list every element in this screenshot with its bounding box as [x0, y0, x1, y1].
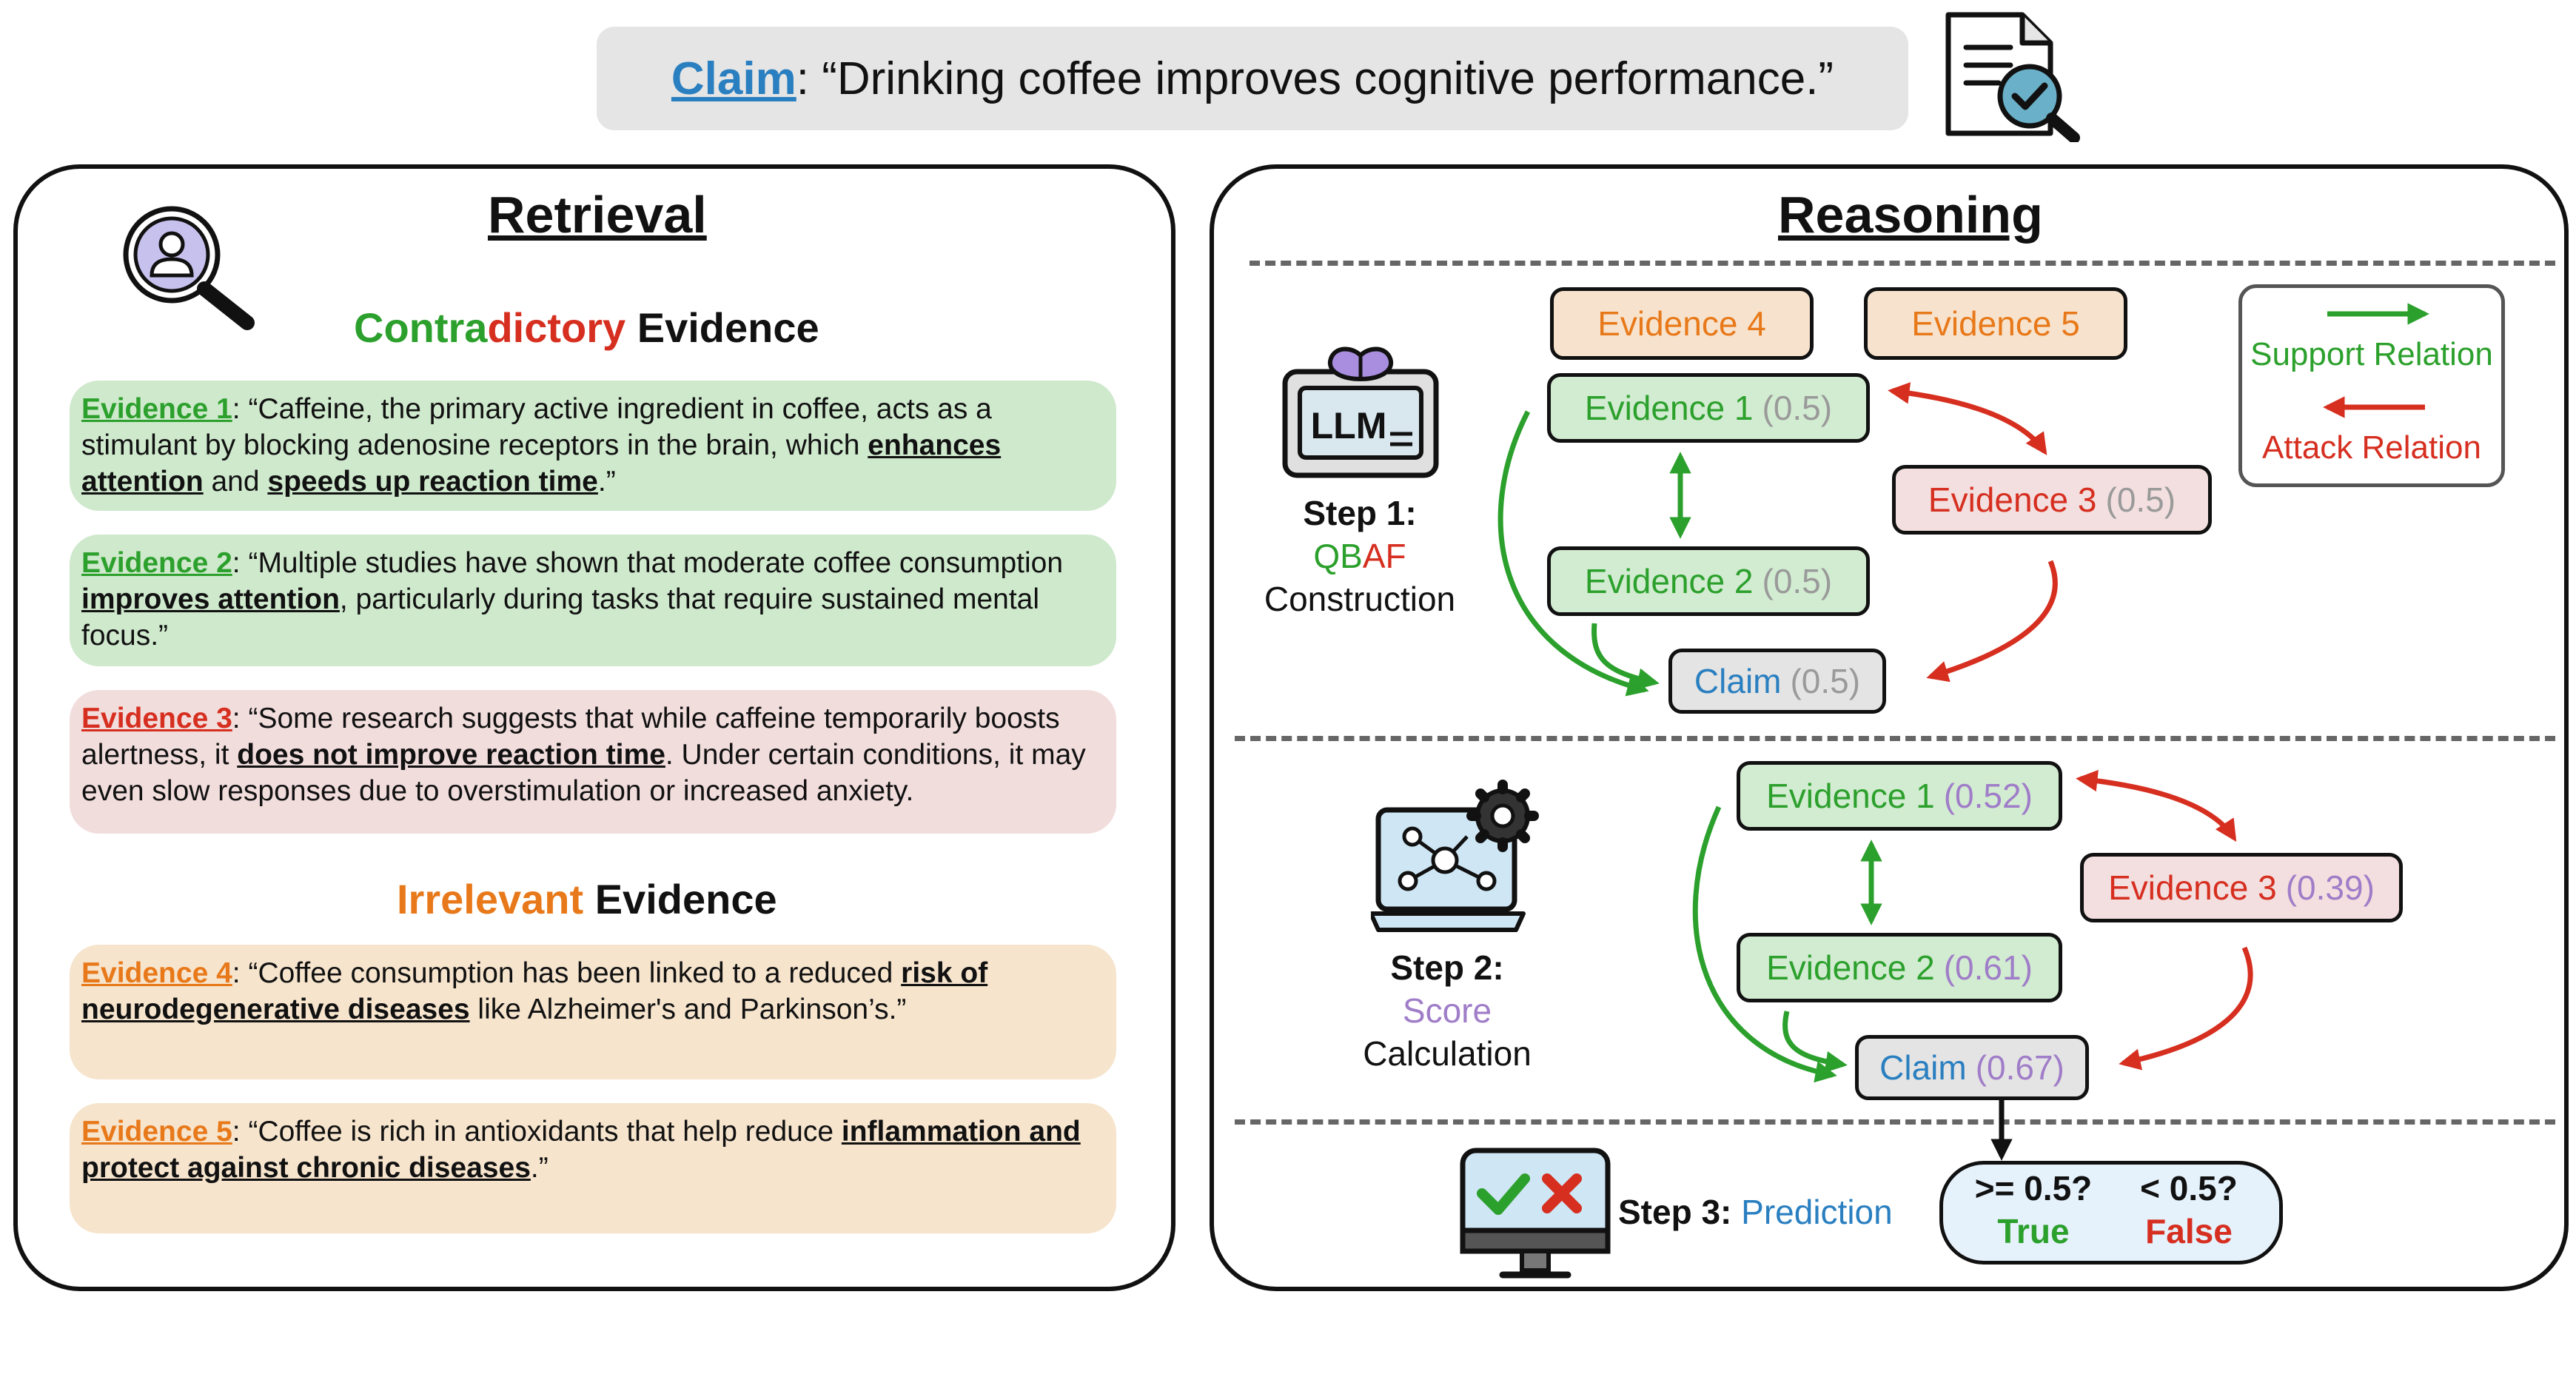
- stage2-evidence-1-node: Evidence 1(0.52): [1737, 761, 2062, 831]
- evidence-card-3: Evidence 3: “Some research suggests that…: [70, 690, 1116, 834]
- node-name: Claim: [1694, 662, 1782, 700]
- step2-desc: Calculation: [1363, 1034, 1532, 1073]
- step3-prediction: Prediction: [1741, 1193, 1893, 1231]
- evidence-text: : “Caffeine, the primary active ingredie…: [81, 393, 992, 461]
- stage2-claim-node: Claim(0.67): [1855, 1035, 2089, 1100]
- contradictory-evidence-heading: Contradictory Evidence: [354, 304, 819, 352]
- prediction-true-label: True: [1997, 1212, 2070, 1250]
- prediction-false-condition: < 0.5?: [2140, 1169, 2238, 1208]
- network-gear-icon: [1371, 780, 1539, 932]
- stage1-claim-node: Claim(0.5): [1668, 649, 1886, 714]
- stage2-evidence-2-node: Evidence 2(0.61): [1737, 933, 2062, 1002]
- node-score: (0.5): [1790, 662, 1861, 700]
- node-name: Evidence 5: [1911, 304, 2080, 343]
- claim-text: : “Drinking coffee improves cognitive pe…: [796, 53, 1834, 104]
- claim-banner: Claim : “Drinking coffee improves cognit…: [597, 27, 1908, 130]
- prediction-true-condition: >= 0.5?: [1974, 1169, 2093, 1208]
- node-name: Evidence 2: [1766, 948, 1935, 987]
- user-search-icon: [123, 206, 255, 330]
- evidence-highlight: enhances attention: [81, 429, 1002, 498]
- evidence-text: : “Coffee consumption has been linked to…: [232, 957, 902, 989]
- divider: [1250, 261, 2555, 266]
- evidence-label: Evidence 3: [81, 703, 232, 734]
- stage2-evidence-3-node: Evidence 3(0.39): [2080, 853, 2403, 922]
- monitor-check-cross-icon: [1460, 1148, 1611, 1279]
- prediction-box: [1939, 1161, 2283, 1265]
- evidence-card-1: Evidence 1: “Caffeine, the primary activ…: [70, 381, 1116, 511]
- evidence-text: : “Some research suggests that while caf…: [81, 703, 1060, 771]
- evidence-text: like Alzheimer's and Parkinson’s.”: [469, 994, 907, 1025]
- node-name: Evidence 3: [2108, 868, 2277, 907]
- node-name: Evidence 4: [1597, 304, 1766, 343]
- evidence-label: Evidence 5: [81, 1116, 232, 1148]
- node-score: (0.67): [1975, 1048, 2065, 1087]
- evidence-text: .”: [530, 1152, 549, 1184]
- reasoning-title: Reasoning: [1778, 186, 2043, 244]
- llm-icon-text: LLM: [1311, 405, 1387, 446]
- stage1-evidence-3-node: Evidence 3(0.5): [1892, 465, 2212, 535]
- retrieval-title: Retrieval: [488, 186, 707, 244]
- step1-qb: QB: [1313, 537, 1363, 575]
- heading-contra-part: Contra: [354, 304, 488, 351]
- evidence-label: Evidence 1: [81, 393, 232, 425]
- heading-evidence-part: Evidence: [583, 876, 777, 922]
- divider: [1235, 736, 2555, 741]
- stage1-evidence-5-node: Evidence 5: [1864, 287, 2127, 360]
- evidence-text: and: [203, 466, 268, 498]
- evidence-highlight: speeds up reaction time: [267, 466, 598, 498]
- legend: [2238, 284, 2505, 487]
- stage1-evidence-2-node: Evidence 2(0.5): [1547, 546, 1870, 616]
- evidence-label: Evidence 2: [81, 547, 232, 579]
- evidence-card-4: Evidence 4: “Coffee consumption has been…: [70, 945, 1116, 1079]
- heading-evidence-part: Evidence: [625, 304, 819, 351]
- claim-label: Claim: [671, 53, 796, 104]
- node-name: Evidence 1: [1584, 389, 1754, 427]
- node-name: Evidence 2: [1584, 562, 1754, 600]
- legend-attack-label: Attack Relation: [2262, 429, 2481, 466]
- stage1-evidence-1-node: Evidence 1(0.5): [1547, 373, 1870, 443]
- evidence-card-5: Evidence 5: “Coffee is rich in antioxida…: [70, 1103, 1116, 1233]
- step2-score: Score: [1402, 991, 1492, 1030]
- evidence-card-2: Evidence 2: “Multiple studies have shown…: [70, 535, 1116, 666]
- step1-desc: Construction: [1264, 580, 1456, 618]
- evidence-label: Evidence 4: [81, 957, 232, 989]
- step3-label: Step 3: Prediction: [1618, 1192, 1893, 1232]
- llm-brain-icon: LLM: [1282, 346, 1439, 478]
- document-check-icon: [1945, 12, 2080, 142]
- heading-dictory-part: dictory: [487, 304, 626, 351]
- evidence-highlight: risk of neurodegenerative diseases: [81, 957, 988, 1025]
- divider: [1235, 1119, 2555, 1125]
- evidence-text: : “Multiple studies have shown that mode…: [232, 547, 1064, 579]
- heading-irrelevant-part: Irrelevant: [397, 876, 584, 922]
- evidence-highlight: improves attention: [81, 583, 340, 615]
- node-name: Claim: [1879, 1048, 1967, 1087]
- evidence-text: .”: [597, 466, 616, 498]
- evidence-highlight: inflammation and protect against chronic…: [81, 1116, 1081, 1184]
- step1-title: Step 1:: [1303, 494, 1417, 532]
- evidence-text: : “Coffee is rich in antioxidants that h…: [232, 1116, 842, 1148]
- stage1-evidence-4-node: Evidence 4: [1550, 287, 1814, 360]
- prediction-false-label: False: [2145, 1212, 2233, 1250]
- step2-label: Step 2: Score Calculation: [1340, 946, 1554, 1075]
- node-name: Evidence 1: [1766, 777, 1935, 815]
- irrelevant-evidence-heading: Irrelevant Evidence: [397, 875, 777, 923]
- node-score: (0.5): [1762, 389, 1833, 427]
- legend-support-label: Support Relation: [2250, 336, 2493, 372]
- step1-af: AF: [1362, 537, 1406, 575]
- step1-label: Step 1: QBAF Construction: [1252, 492, 1467, 620]
- step2-title: Step 2:: [1390, 948, 1504, 987]
- node-score: (0.52): [1943, 777, 2033, 815]
- node-name: Evidence 3: [1928, 480, 2097, 519]
- evidence-highlight: does not improve reaction time: [237, 739, 665, 771]
- step3-title: Step 3:: [1618, 1193, 1732, 1231]
- evidence-text: . Under certain conditions, it may even …: [81, 739, 1086, 807]
- node-score: (0.5): [2105, 480, 2176, 519]
- node-score: (0.5): [1762, 562, 1833, 600]
- node-score: (0.39): [2285, 868, 2375, 907]
- node-score: (0.61): [1943, 948, 2033, 987]
- evidence-text: , particularly during tasks that require…: [81, 583, 1040, 652]
